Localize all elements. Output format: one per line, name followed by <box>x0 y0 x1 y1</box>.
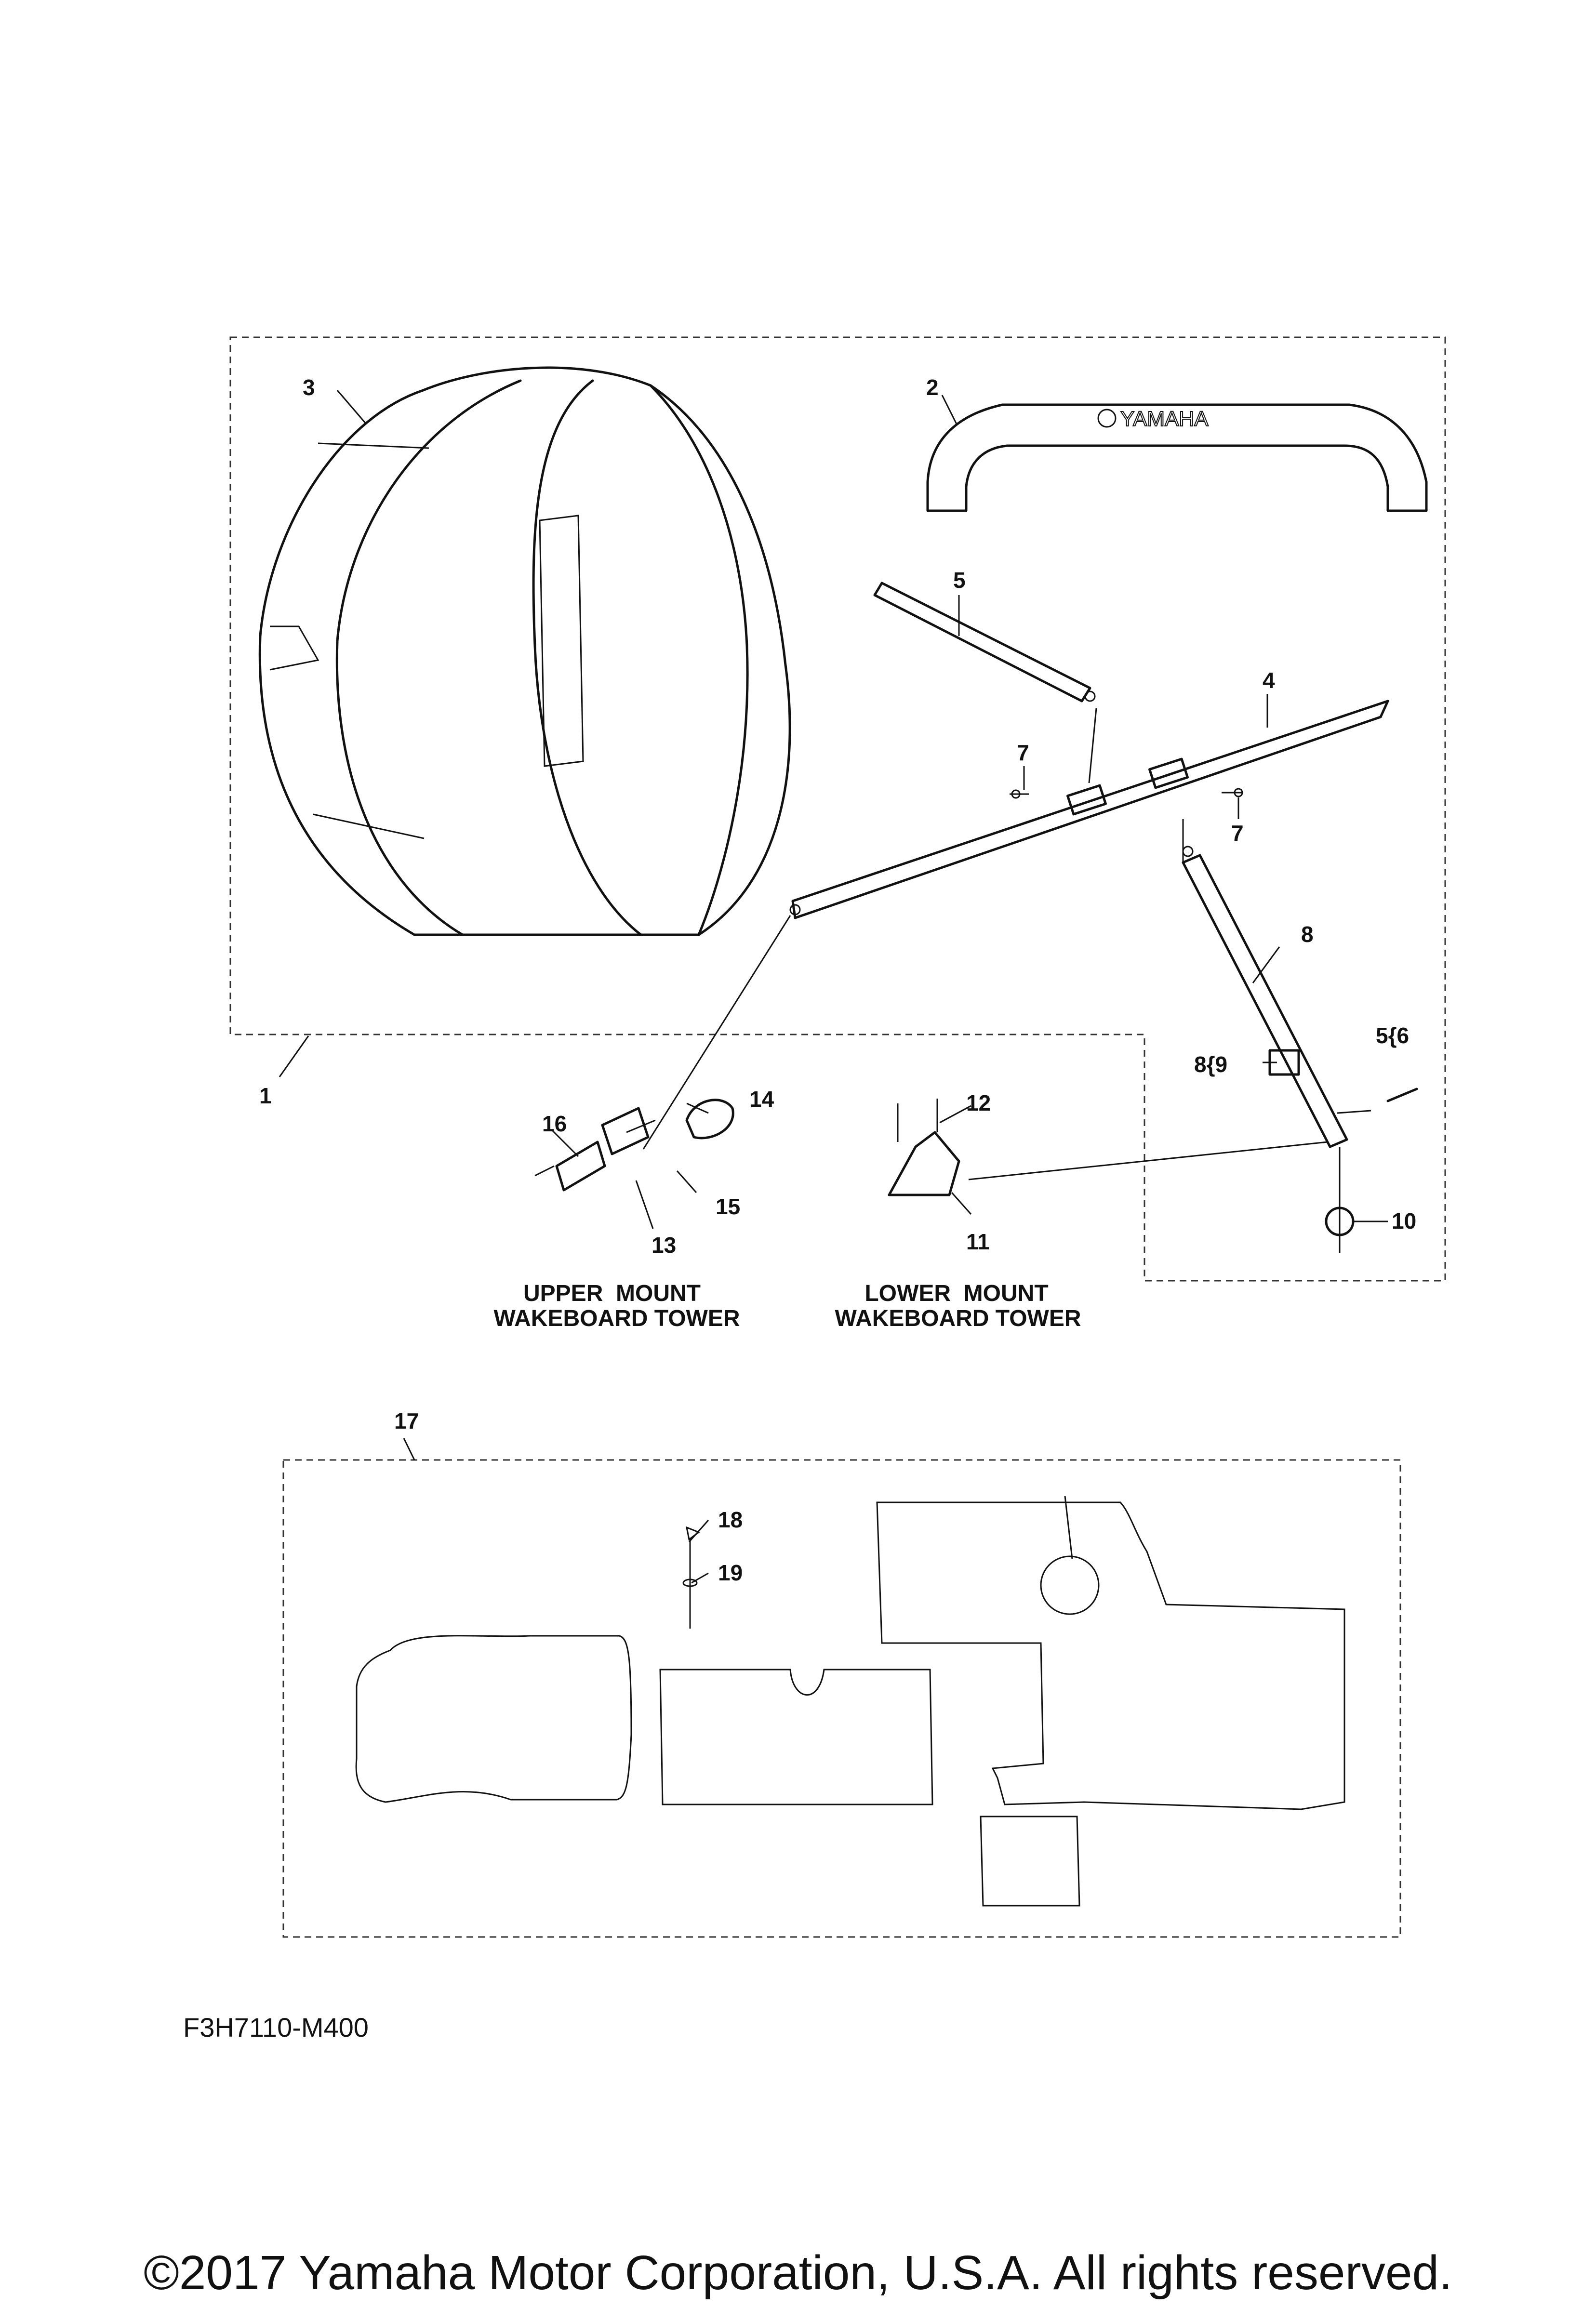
callout-7-right: 7 <box>1231 821 1244 846</box>
callout-1: 1 <box>259 1083 272 1108</box>
boat-cover-part-3 <box>258 366 791 936</box>
bumper-logo: YAMAHA <box>1120 407 1209 431</box>
callout-16: 16 <box>542 1111 567 1136</box>
callout-4: 4 <box>1263 668 1275 693</box>
callout-3: 3 <box>303 375 315 400</box>
lower-mount-caption-line1: LOWER MOUNT <box>864 1281 1048 1306</box>
upper-mount-parts <box>534 1099 734 1192</box>
callout-19: 19 <box>718 1560 743 1585</box>
callout-14: 14 <box>749 1087 774 1112</box>
callout-15: 15 <box>716 1194 740 1219</box>
lower-mount-parts <box>888 1099 960 1196</box>
callout-13: 13 <box>652 1233 676 1258</box>
drawing-code: F3H7110-M400 <box>183 2012 369 2042</box>
upper-mount-caption-line1: UPPER MOUNT <box>523 1281 701 1306</box>
callout-10: 10 <box>1392 1208 1416 1233</box>
leader-lines <box>279 390 1388 1584</box>
bolt-part-7-left <box>1010 789 1029 799</box>
callout-5: 5 <box>953 568 966 593</box>
callout-8: 8 <box>1301 922 1314 947</box>
callout-5-6: 5{6 <box>1376 1023 1409 1048</box>
kit-1-boundary <box>229 336 1446 1282</box>
callout-7-left: 7 <box>1017 740 1029 765</box>
copyright-notice: ©2017 Yamaha Motor Corporation, U.S.A. A… <box>144 2246 1452 2300</box>
bumper-part-2: YAMAHA <box>926 403 1428 512</box>
pole-part-4 <box>789 700 1389 919</box>
callout-2: 2 <box>926 375 939 400</box>
callout-18: 18 <box>718 1507 743 1532</box>
pole-part-5 <box>873 582 1096 703</box>
bolt-part-7-right <box>1222 788 1243 797</box>
kit-17-boundary <box>282 1459 1401 1938</box>
mat-parts-17 <box>355 1496 1345 1907</box>
callout-12: 12 <box>966 1090 991 1115</box>
callout-8-9: 8{9 <box>1194 1052 1227 1077</box>
pin-part-5-6 <box>1386 1088 1418 1102</box>
upper-mount-caption-line2: WAKEBOARD TOWER <box>493 1306 740 1331</box>
callout-17: 17 <box>394 1408 419 1433</box>
callout-11: 11 <box>966 1229 990 1254</box>
lower-mount-caption-line2: WAKEBOARD TOWER <box>835 1306 1081 1331</box>
strut-part-8 <box>1182 846 1355 1253</box>
